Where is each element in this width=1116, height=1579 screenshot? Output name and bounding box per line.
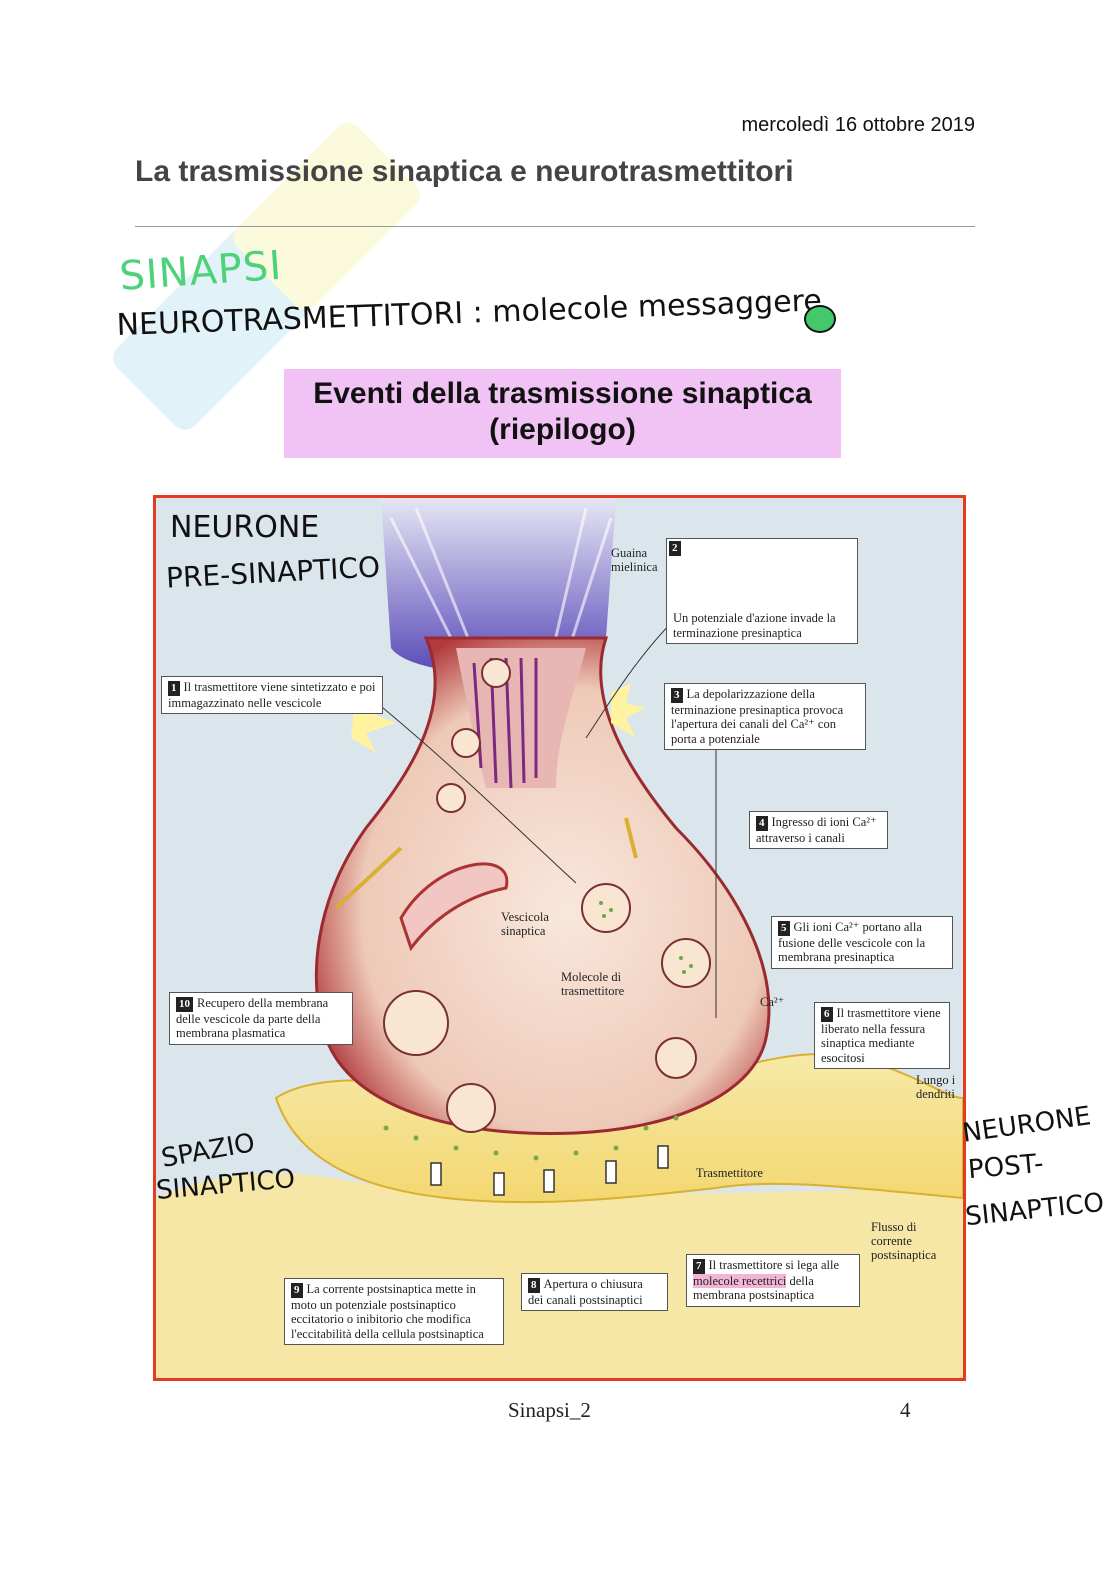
section-banner: Eventi della trasmissione sinaptica (rie… <box>284 369 841 458</box>
watermark-logo <box>113 123 420 430</box>
label-trasmettitore: Trasmettitore <box>696 1166 763 1180</box>
label-molecole-trasmettitore: Molecole di trasmettitore <box>561 970 625 998</box>
handwritten-neurone-post-1: NEURONE <box>960 1101 1093 1149</box>
banner-line-2: (riepilogo) <box>489 413 636 446</box>
synapse-diagram: NEURONE PRE-SINAPTICO SPAZIO SINAPTICO 1… <box>153 495 966 1381</box>
label-flusso-corrente: Flusso di corrente postsinaptica <box>871 1220 937 1262</box>
date-label: mercoledì 16 ottobre 2019 <box>741 114 976 136</box>
label-lungo-dendriti: Lungo i dendriti <box>916 1073 956 1101</box>
label-vescicola-sinaptica: Vescicola sinaptica <box>501 910 549 938</box>
handwritten-neurone-post-3: SINAPTICO <box>963 1187 1106 1233</box>
footer-page-number: 4 <box>900 1398 911 1422</box>
page-title: La trasmissione sinaptica e neurotrasmet… <box>135 155 794 188</box>
handwritten-neurone-pre-1: NEURONE <box>170 510 320 545</box>
label-guaina-mielinica: Guaina mielinica <box>611 546 658 574</box>
highlight-molecole-recettrici: molecole recettrici <box>693 1273 787 1288</box>
handwritten-neurone-post-2: POST- <box>966 1148 1045 1186</box>
label-ca-ion: Ca²⁺ <box>760 995 785 1009</box>
green-circle-icon <box>804 305 836 333</box>
banner-line-1: Eventi della trasmissione sinaptica <box>313 377 812 410</box>
title-divider <box>135 226 975 227</box>
footer-document-name: Sinapsi_2 <box>508 1398 591 1422</box>
